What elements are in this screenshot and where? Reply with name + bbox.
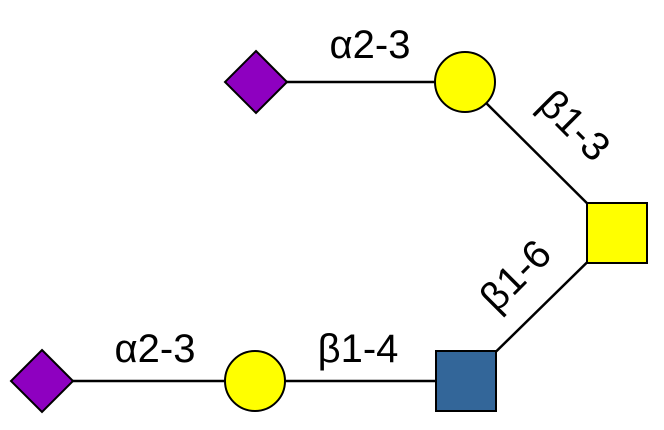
linkage-label-bottom-sialic: α2-3 [115, 327, 196, 371]
neu5ac-diamond-top [223, 49, 289, 115]
glcnac-square [435, 350, 497, 412]
linkage-label-gal-galnac: β1-3 [530, 82, 618, 170]
neu5ac-diamond-bottom [9, 348, 75, 414]
linkage-label-glcnac-galnac: β1-6 [472, 232, 560, 320]
galnac-square [586, 202, 648, 264]
gal-circle-bottom [224, 350, 286, 412]
gal-circle-top [434, 51, 496, 113]
linkage-label-gal-glcnac: β1-4 [318, 327, 399, 371]
linkage-label-top-sialic: α2-3 [330, 23, 411, 67]
